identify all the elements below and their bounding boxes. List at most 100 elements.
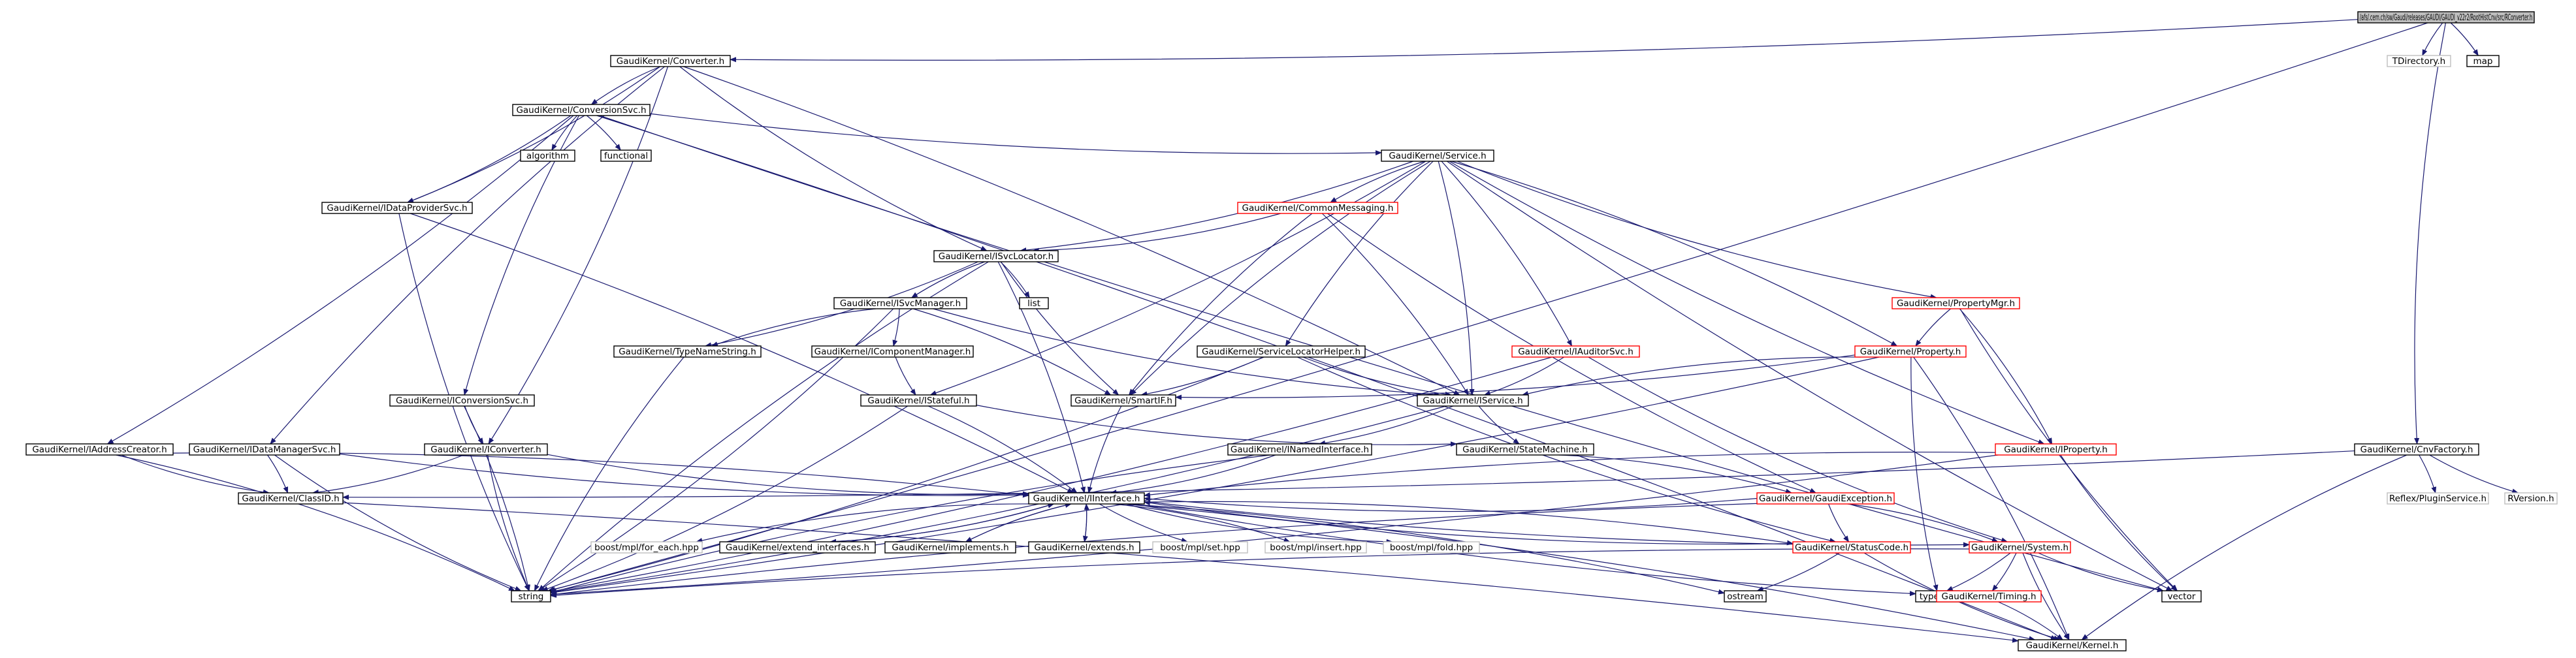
node-mins: boost/mpl/insert.hpp <box>1264 541 1367 554</box>
node-iac[interactable]: GaudiKernel/IAddressCreator.h <box>25 443 174 456</box>
node-iprop[interactable]: GaudiKernel/IProperty.h <box>1995 443 2117 456</box>
edge-icnv-to-clid <box>312 454 464 495</box>
node-box-svc <box>1381 149 1494 162</box>
node-box-tns <box>613 345 762 358</box>
node-ism[interactable]: GaudiKernel/ISvcManager.h <box>833 297 967 309</box>
node-prop[interactable]: GaudiKernel/Property.h <box>1854 345 1967 358</box>
node-box-cmsg <box>1237 202 1398 214</box>
edge-clid-to-kernel <box>342 502 2019 643</box>
node-mset: boost/mpl/set.hpp <box>1152 541 1248 554</box>
node-idps[interactable]: GaudiKernel/IDataProviderSvc.h <box>321 202 473 214</box>
edge-pmgr-to-iprop <box>1959 308 2053 445</box>
node-box-tdir <box>2387 55 2451 67</box>
node-root[interactable]: /afs/.cern.ch/sw/Gaudi/releases/GAUDI/GA… <box>2357 11 2535 24</box>
node-list[interactable]: list <box>1019 297 1049 309</box>
node-icm[interactable]: GaudiKernel/IComponentManager.h <box>811 345 974 358</box>
node-svc[interactable]: GaudiKernel/Service.h <box>1381 149 1494 162</box>
node-isvc[interactable]: GaudiKernel/IService.h <box>1417 394 1529 407</box>
edge-cnvf-to-kernel <box>2081 454 2407 640</box>
edge-svc-to-slh <box>1285 161 1434 347</box>
node-idms[interactable]: GaudiKernel/IDataManagerSvc.h <box>189 443 340 456</box>
edge-pmgr-to-vector <box>1959 308 2178 591</box>
node-vector[interactable]: vector <box>2161 590 2202 603</box>
edge-prop-to-kernel <box>1913 356 2070 640</box>
node-extif[interactable]: GaudiKernel/extend_interfaces.h <box>719 541 876 554</box>
edge-sys-to-kernel <box>2022 552 2070 640</box>
edge-cnvsvc-to-vector <box>599 115 2164 592</box>
node-box-iaud <box>1511 345 1640 358</box>
edge-iint-to-stc <box>1144 501 1794 546</box>
node-slh[interactable]: GaudiKernel/ServiceLocatorHelper.h <box>1197 345 1366 358</box>
node-label-cmsg: GaudiKernel/CommonMessaging.h <box>1242 203 1394 213</box>
edge-conv-to-idms <box>270 66 665 445</box>
edge-gexc-to-sys <box>1847 503 1999 542</box>
node-map[interactable]: map <box>2466 55 2500 67</box>
node-label-tns: GaudiKernel/TypeNameString.h <box>619 347 756 357</box>
edge-svc-to-prop <box>1451 161 1898 347</box>
node-label-reflex: Reflex/PluginService.h <box>2389 494 2487 504</box>
node-func[interactable]: functional <box>600 149 652 162</box>
node-label-func: functional <box>604 151 648 161</box>
edge-isl-to-ism <box>910 261 985 298</box>
node-box-algo <box>520 149 575 162</box>
node-icnv[interactable]: GaudiKernel/IConverter.h <box>424 443 548 456</box>
node-box-foreach <box>590 541 703 554</box>
node-impl[interactable]: GaudiKernel/implements.h <box>884 541 1016 554</box>
edge-sif-to-iint <box>1087 405 1122 494</box>
node-conv[interactable]: GaudiKernel/Converter.h <box>610 55 731 67</box>
edge-isvc-to-stm <box>1478 405 1520 445</box>
node-box-stm <box>1456 443 1594 456</box>
edge-idms-to-clid <box>267 454 289 494</box>
edge-svc-to-pmgr <box>1457 161 1937 300</box>
node-label-impl: GaudiKernel/implements.h <box>892 542 1008 553</box>
node-label-conv: GaudiKernel/Converter.h <box>617 56 724 67</box>
node-timing[interactable]: GaudiKernel/Timing.h <box>1936 590 2042 603</box>
edge-svc-to-iaud <box>1441 161 1573 347</box>
node-label-iaud: GaudiKernel/IAuditorSvc.h <box>1518 347 1634 357</box>
node-stc[interactable]: GaudiKernel/StatusCode.h <box>1792 541 1911 554</box>
node-iaud[interactable]: GaudiKernel/IAuditorSvc.h <box>1511 345 1640 358</box>
node-box-reflex <box>2387 492 2489 505</box>
edge-svc-to-isl <box>1020 161 1413 253</box>
edge-ist-to-stm <box>976 405 1457 447</box>
node-box-map <box>2466 55 2500 67</box>
node-tns[interactable]: GaudiKernel/TypeNameString.h <box>613 345 762 358</box>
edge-icnv-to-iint <box>547 454 1029 497</box>
node-sys[interactable]: GaudiKernel/System.h <box>1969 541 2071 554</box>
node-ext[interactable]: GaudiKernel/extends.h <box>1028 541 1140 554</box>
node-string[interactable]: string <box>511 590 551 603</box>
node-label-map: map <box>2473 56 2493 67</box>
node-label-list: list <box>1027 298 1040 309</box>
node-clid[interactable]: GaudiKernel/ClassID.h <box>238 492 344 505</box>
node-gexc[interactable]: GaudiKernel/GaudiException.h <box>1756 492 1895 505</box>
edge-cnvsvc-to-func <box>586 115 621 151</box>
node-label-kernel: GaudiKernel/Kernel.h <box>2026 640 2119 651</box>
node-ist[interactable]: GaudiKernel/IStateful.h <box>860 394 977 407</box>
node-label-stm: GaudiKernel/StateMachine.h <box>1462 445 1588 455</box>
node-icnvs[interactable]: GaudiKernel/IConversionSvc.h <box>389 394 535 407</box>
edge-isl-to-list <box>1000 261 1030 298</box>
node-cnvf[interactable]: GaudiKernel/CnvFactory.h <box>2354 443 2479 456</box>
node-box-vector <box>2161 590 2202 603</box>
node-iint[interactable]: GaudiKernel/IInterface.h <box>1028 492 1145 505</box>
edge-sys-to-string <box>550 548 1970 598</box>
node-stm[interactable]: GaudiKernel/StateMachine.h <box>1456 443 1594 456</box>
node-foreach: boost/mpl/for_each.hpp <box>590 541 703 554</box>
edge-idms-to-string <box>274 454 522 591</box>
node-isl[interactable]: GaudiKernel/ISvcLocator.h <box>933 250 1059 262</box>
node-kernel[interactable]: GaudiKernel/Kernel.h <box>2018 639 2127 651</box>
node-cnvsvc[interactable]: GaudiKernel/ConversionSvc.h <box>512 104 651 116</box>
edge-svc-to-iprop <box>1449 161 2045 445</box>
node-ostream[interactable]: ostream <box>1724 590 1767 603</box>
edge-sys-to-timing <box>1991 552 2017 591</box>
node-sif[interactable]: GaudiKernel/SmartIF.h <box>1071 394 1176 407</box>
edge-pmgr-to-prop <box>1915 308 1951 347</box>
node-ini[interactable]: GaudiKernel/INamedInterface.h <box>1227 443 1372 456</box>
node-tdir: TDirectory.h <box>2387 55 2451 67</box>
node-box-conv <box>610 55 731 67</box>
node-cmsg[interactable]: GaudiKernel/CommonMessaging.h <box>1237 202 1398 214</box>
edge-conv-to-isl <box>679 66 988 251</box>
node-pmgr[interactable]: GaudiKernel/PropertyMgr.h <box>1892 297 2020 309</box>
dependency-edges <box>106 19 2519 643</box>
node-algo[interactable]: algorithm <box>520 149 575 162</box>
